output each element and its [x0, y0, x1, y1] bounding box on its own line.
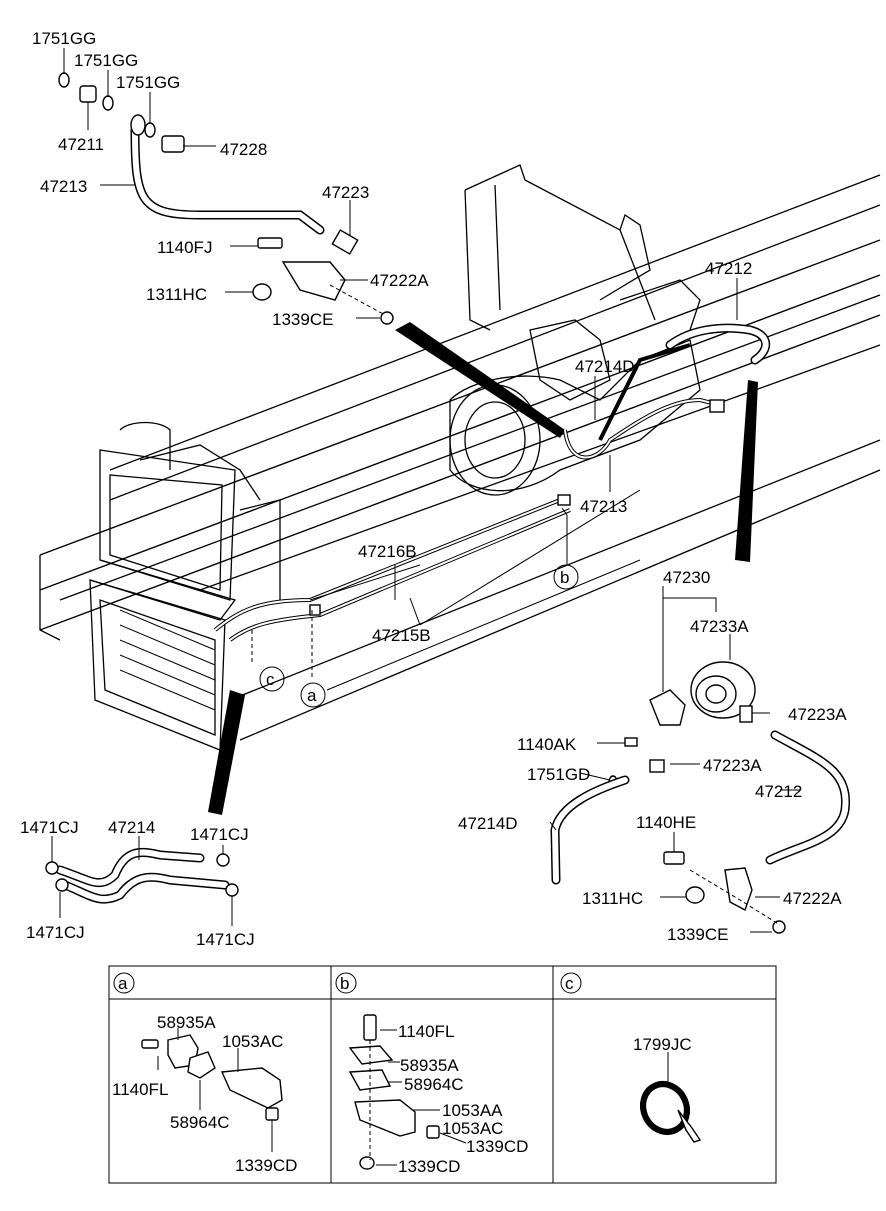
callout-47213-top: 47213 [40, 177, 87, 196]
panel-a-1140fl: 1140FL [112, 1080, 168, 1099]
callout-47223: 47223 [322, 183, 369, 202]
panel-a-58935a: 58935A [157, 1013, 216, 1032]
callout-47223a-2: 47223A [703, 756, 762, 775]
bottom-hose-assembly [45, 848, 239, 904]
panel-b-1140fl: 1140FL [398, 1022, 454, 1041]
callout-47233a: 47233A [690, 617, 749, 636]
callout-47214d-low: 47214D [458, 814, 518, 833]
marker-c: c [266, 670, 275, 689]
callout-1471cj-1: 1471CJ [20, 818, 79, 837]
callout-1471cj-4: 1471CJ [196, 930, 255, 949]
panel-b-1053ac: 1053AC [442, 1119, 503, 1138]
table-header-b: b [340, 974, 349, 993]
callout-1140fj: 1140FJ [157, 238, 212, 257]
callout-1140he: 1140HE [636, 813, 696, 832]
callout-47223a-1: 47223A [788, 705, 847, 724]
callout-1751gg-2: 1751GG [74, 51, 138, 70]
top-hose-assembly [58, 72, 394, 325]
callout-47212-right: 47212 [755, 782, 802, 801]
callout-47230: 47230 [663, 568, 710, 587]
table-header-a: a [118, 974, 128, 993]
callout-1339ce-top: 1339CE [272, 310, 333, 329]
panel-a-illustration [141, 1028, 283, 1152]
callout-47214: 47214 [108, 818, 155, 837]
panel-b-58935a: 58935A [400, 1056, 459, 1075]
callout-1140ak: 1140AK [517, 735, 577, 754]
chassis-frame-illustration [39, 164, 881, 751]
callout-1339ce-low: 1339CE [667, 925, 728, 944]
callout-1471cj-2: 1471CJ [190, 825, 249, 844]
callout-1751gg-3: 1751GG [116, 73, 180, 92]
panel-a-1339cd: 1339CD [235, 1156, 297, 1175]
oil-cooler-lines [213, 323, 771, 642]
callout-47213-mid: 47213 [580, 497, 627, 516]
marker-a: a [307, 686, 317, 705]
panel-b-58964c: 58964C [404, 1075, 464, 1094]
panel-b-1339cd-2: 1339CD [398, 1157, 460, 1176]
callout-47228: 47228 [220, 140, 267, 159]
callout-47211: 47211 [58, 135, 104, 154]
pointer-wedges [208, 322, 758, 815]
panel-a-58964c: 58964C [170, 1113, 230, 1132]
filter-assembly [550, 661, 851, 934]
panel-a-1053ac: 1053AC [222, 1032, 283, 1051]
detail-table: a b c 58935A 1053AC 1140FL 58964C 1339CD [108, 965, 777, 1184]
leader-lines [51, 48, 800, 933]
callout-47215b: 47215B [372, 626, 431, 645]
callout-1751gg-1: 1751GG [32, 29, 96, 48]
marker-b: b [560, 568, 569, 587]
panel-b-illustration [348, 1014, 467, 1170]
callout-1471cj-3: 1471CJ [26, 923, 85, 942]
panel-c-illustration [639, 1052, 702, 1143]
panel-b-1339cd-1: 1339CD [466, 1137, 528, 1156]
callout-labels: 1751GG 1751GG 1751GG 47211 47228 47213 4… [20, 29, 847, 949]
table-header-c: c [565, 974, 574, 993]
callout-1311hc-low: 1311HC [582, 889, 643, 908]
callout-47222a-top: 47222A [370, 271, 429, 290]
panel-b-1053aa: 1053AA [442, 1101, 503, 1120]
callout-1751gd: 1751GD [527, 765, 590, 784]
callout-47222a-low: 47222A [783, 889, 842, 908]
callout-47216b: 47216B [358, 542, 417, 561]
callout-47214d-top: 47214D [575, 357, 635, 376]
callout-47212-top: 47212 [705, 259, 752, 278]
section-markers: a b c [259, 564, 579, 708]
callout-1311hc-top: 1311HC [146, 285, 207, 304]
panel-c-1799jc: 1799JC [633, 1035, 692, 1054]
